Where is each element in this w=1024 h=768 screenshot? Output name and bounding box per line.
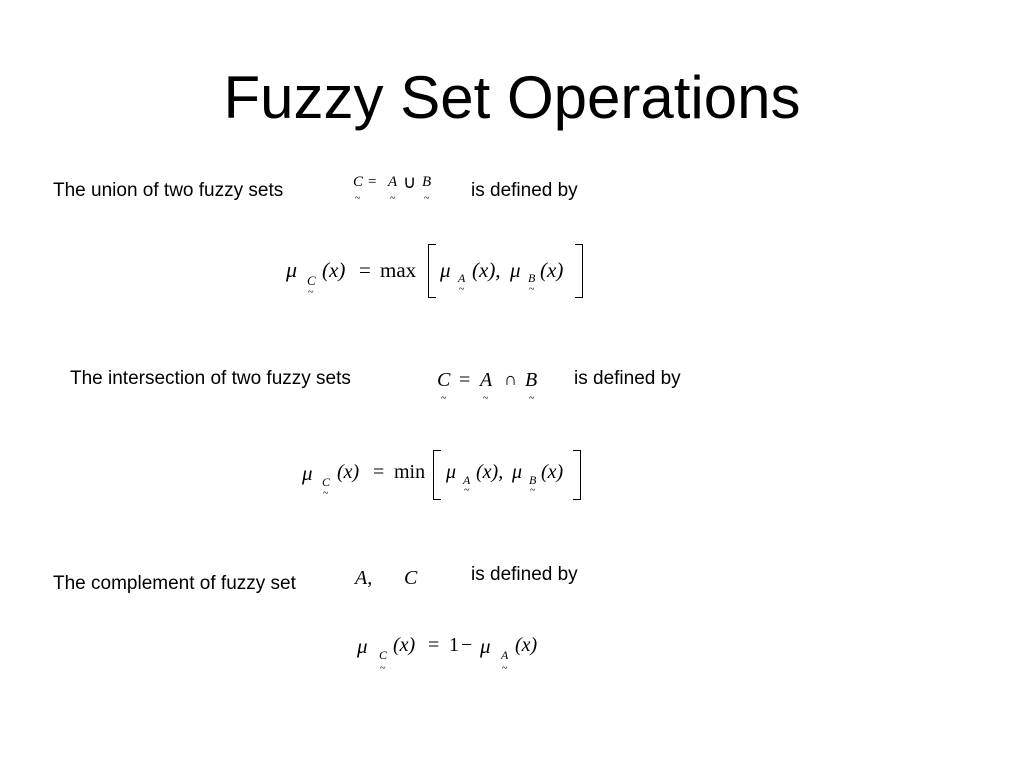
union-symbol: ∪ bbox=[403, 172, 417, 192]
tilde-mark: ~ bbox=[464, 485, 470, 496]
complement-subscript-a: A bbox=[501, 648, 509, 662]
tilde-mark: ~ bbox=[459, 284, 465, 295]
tilde-mark: ~ bbox=[308, 287, 314, 298]
mu-symbol: μ bbox=[302, 461, 313, 485]
intersection-subscript-b: B bbox=[529, 473, 537, 487]
union-x-arg: (x) bbox=[322, 258, 346, 282]
intersection-eq-equals: = bbox=[459, 369, 471, 391]
union-set-equation: C = A ∪ B ~ ~ ~ bbox=[352, 172, 442, 208]
tilde-mark: ~ bbox=[529, 284, 535, 295]
tilde-mark: ~ bbox=[355, 193, 361, 204]
complement-formula: μ C ~ (x) = 1 − μ A ~ (x) bbox=[355, 628, 555, 678]
union-x-arg-a: (x), bbox=[472, 258, 501, 282]
tilde-mark: ~ bbox=[424, 193, 430, 204]
left-bracket bbox=[433, 450, 441, 500]
intersection-formula: μ C ~ (x) = min μ A ~ (x), μ B ~ (x) bbox=[300, 445, 595, 505]
slide-title: Fuzzy Set Operations bbox=[223, 64, 801, 131]
tilde-mark: ~ bbox=[529, 393, 535, 404]
intersection-defined-by: is defined by bbox=[574, 368, 681, 389]
complement-x-arg: (x) bbox=[393, 634, 416, 656]
intersection-x-arg-a: (x), bbox=[476, 461, 504, 483]
minus-sign: − bbox=[461, 634, 473, 656]
tilde-mark: ~ bbox=[441, 393, 447, 404]
tilde-mark: ~ bbox=[323, 488, 329, 499]
mu-symbol: μ bbox=[357, 634, 368, 658]
complement-x-arg-a: (x) bbox=[515, 634, 538, 656]
intersection-set-equation: C = A ∩ B ~ ~ ~ bbox=[437, 367, 557, 407]
union-subscript-a: A bbox=[458, 271, 466, 285]
max-function: max bbox=[380, 258, 417, 282]
mu-symbol: μ bbox=[440, 258, 451, 282]
complement-equals: = bbox=[428, 634, 440, 656]
mu-symbol: μ bbox=[512, 461, 523, 483]
complement-description: The complement of fuzzy set bbox=[53, 573, 296, 594]
min-function: min bbox=[394, 461, 426, 483]
complement-set-a: A, bbox=[355, 567, 373, 589]
intersection-x-arg: (x) bbox=[337, 461, 360, 483]
complement-defined-by: is defined by bbox=[471, 564, 578, 585]
right-bracket bbox=[575, 244, 583, 298]
intersection-equals: = bbox=[373, 461, 385, 483]
union-eq-c: C bbox=[353, 174, 364, 190]
mu-symbol: μ bbox=[480, 634, 491, 658]
tilde-mark: ~ bbox=[380, 663, 386, 674]
tilde-mark: ~ bbox=[483, 393, 489, 404]
tilde-mark: ~ bbox=[502, 663, 508, 674]
tilde-mark: ~ bbox=[530, 485, 536, 496]
intersection-symbol: ∩ bbox=[504, 369, 517, 389]
union-eq-a: A bbox=[388, 174, 398, 190]
union-description: The union of two fuzzy sets bbox=[53, 180, 284, 201]
mu-symbol: μ bbox=[446, 461, 457, 483]
union-subscript-b: B bbox=[528, 271, 536, 285]
intersection-eq-a: A bbox=[480, 369, 493, 391]
union-eq-b: B bbox=[422, 174, 432, 190]
intersection-eq-c: C bbox=[437, 369, 451, 391]
union-equals: = bbox=[359, 258, 371, 282]
union-x-arg-b: (x) bbox=[540, 258, 564, 282]
left-bracket bbox=[428, 244, 436, 298]
intersection-description: The intersection of two fuzzy sets bbox=[70, 368, 351, 389]
union-subscript-c: C bbox=[307, 273, 316, 288]
complement-set-c: C bbox=[404, 567, 418, 589]
one-value: 1 bbox=[449, 634, 459, 656]
complement-subscript-c: C bbox=[379, 648, 388, 662]
mu-symbol: μ bbox=[510, 258, 521, 282]
union-defined-by: is defined by bbox=[471, 180, 578, 201]
union-formula: μ C ~ (x) = max μ A ~ (x), μ B ~ (x) bbox=[284, 240, 594, 304]
intersection-eq-b: B bbox=[525, 369, 538, 391]
intersection-subscript-a: A bbox=[463, 473, 471, 487]
right-bracket bbox=[573, 450, 581, 500]
union-eq-equals: = bbox=[368, 174, 377, 190]
intersection-x-arg-b: (x) bbox=[541, 461, 564, 483]
tilde-mark: ~ bbox=[390, 193, 396, 204]
intersection-subscript-c: C bbox=[322, 475, 331, 489]
mu-symbol: μ bbox=[286, 257, 298, 282]
